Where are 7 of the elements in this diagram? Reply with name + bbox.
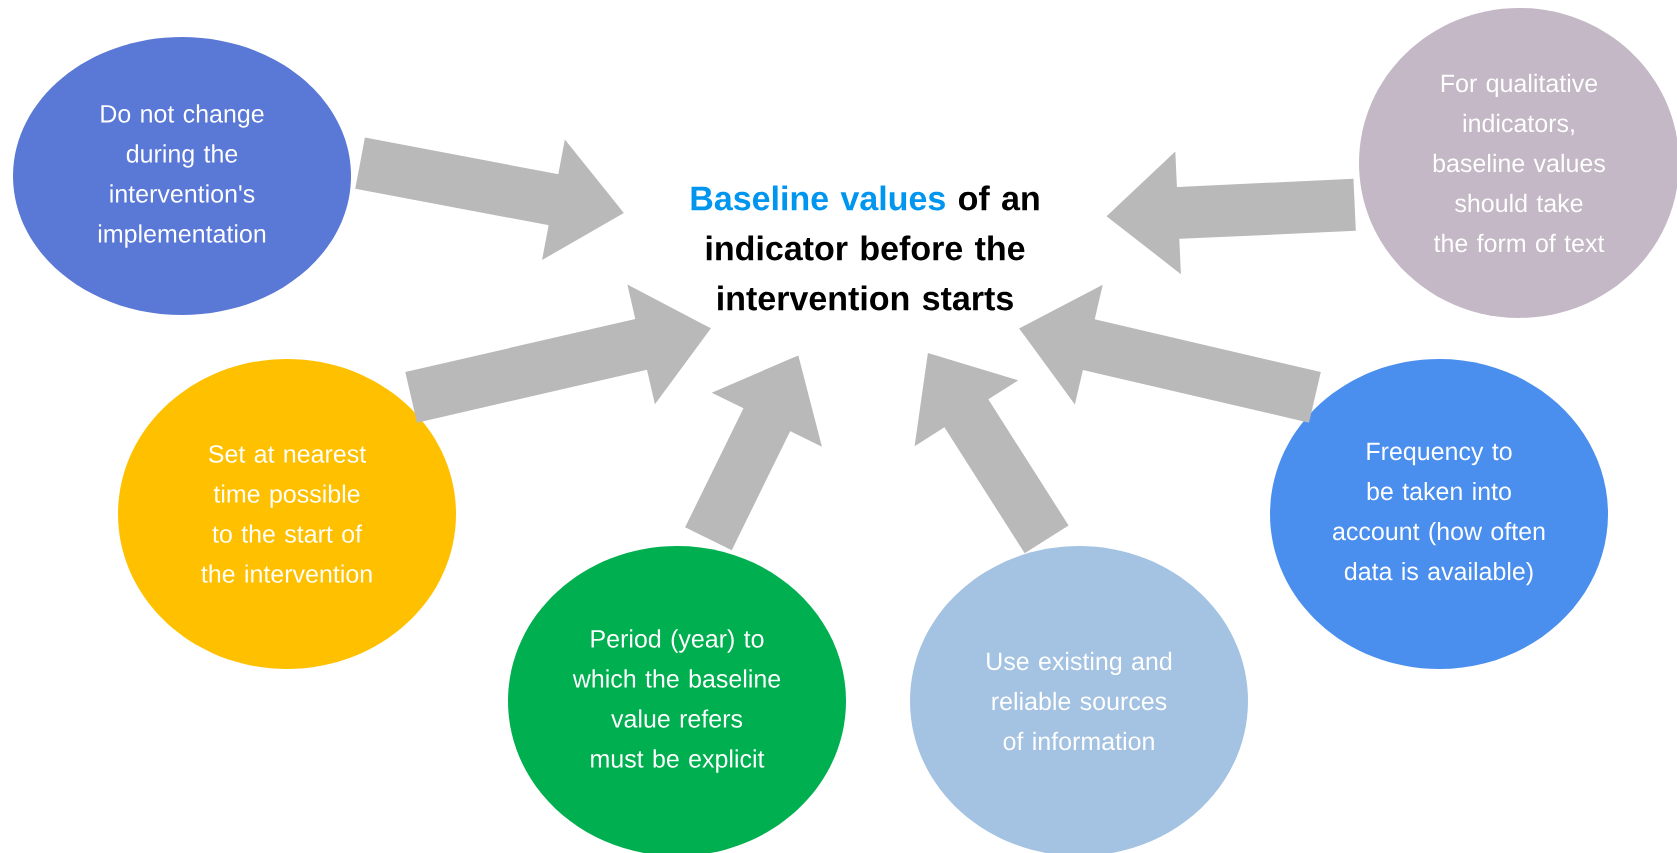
ellipse-bubble: Set at nearest time possible to the start of the intervention bbox=[118, 359, 456, 669]
ellipse-bubble: For qualitative indicators, baseline values should take the form of text bbox=[1359, 8, 1677, 318]
ellipse-bubble: Do not change during the intervention's implementation bbox=[13, 37, 351, 315]
ellipse-bubble: Frequency to be taken into account (how often data is available) bbox=[1270, 359, 1608, 669]
ellipse-bubble: Use existing and reliable sources of information bbox=[910, 546, 1248, 853]
ellipse-bubble: Period (year) to which the baseline value refers must be explicit bbox=[508, 546, 846, 853]
center-text: Baseline values of an indicator before the intervention starts bbox=[691, 185, 1039, 311]
